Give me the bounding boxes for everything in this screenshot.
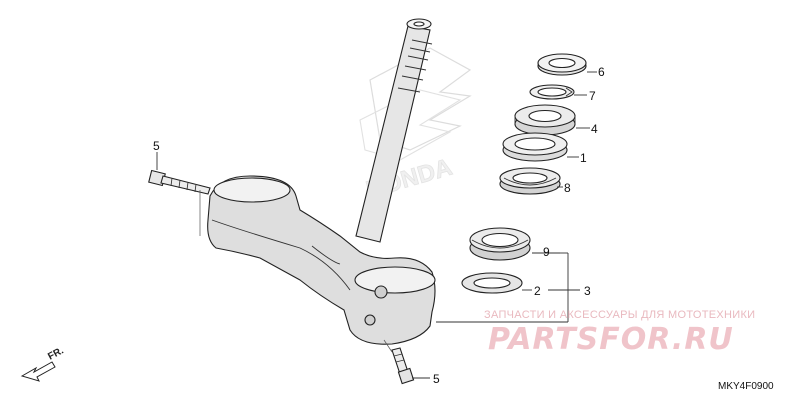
diagram-code: MKY4F0900 bbox=[718, 381, 774, 392]
watermark-tagline: ЗАПЧАСТИ И АКСЕССУАРЫ ДЛЯ МОТОТЕХНИКИ bbox=[484, 309, 755, 321]
front-label: FR. bbox=[46, 345, 66, 362]
lower-bearing-9 bbox=[469, 227, 531, 261]
callout-8: 8 bbox=[564, 181, 571, 195]
upper-bearing-8 bbox=[499, 167, 561, 195]
watermark-site: PARTSFOR.RU bbox=[488, 322, 734, 357]
dust-seal-1 bbox=[502, 132, 568, 162]
callout-9: 9 bbox=[543, 245, 550, 259]
lock-washer-7 bbox=[529, 84, 575, 100]
steering-stem-shaft bbox=[355, 18, 433, 243]
callout-3: 3 bbox=[584, 284, 591, 298]
callout-7: 7 bbox=[589, 89, 596, 103]
front-direction-indicator: FR. bbox=[20, 345, 66, 382]
front-arrow-icon bbox=[20, 361, 56, 382]
callout-lines bbox=[156, 71, 597, 379]
callout-5-upper: 5 bbox=[153, 139, 160, 153]
callout-1: 1 bbox=[580, 151, 587, 165]
adjusting-nut-4 bbox=[514, 104, 576, 136]
lower-triple-clamp bbox=[207, 175, 436, 345]
lock-nut-6 bbox=[537, 53, 587, 76]
watermark: ЗАПЧАСТИ И АКСЕССУАРЫ ДЛЯ МОТОТЕХНИКИ PA… bbox=[484, 309, 755, 357]
callout-labels: 6 7 4 1 8 9 2 3 5 5 bbox=[153, 65, 605, 386]
pinch-bolt-bottom bbox=[391, 347, 415, 385]
callout-6: 6 bbox=[598, 65, 605, 79]
callout-4: 4 bbox=[591, 122, 598, 136]
pinch-bolt-left bbox=[148, 169, 211, 195]
callout-5-lower: 5 bbox=[433, 372, 440, 386]
callout-2: 2 bbox=[534, 284, 541, 298]
lower-dust-seal-2 bbox=[461, 272, 523, 294]
